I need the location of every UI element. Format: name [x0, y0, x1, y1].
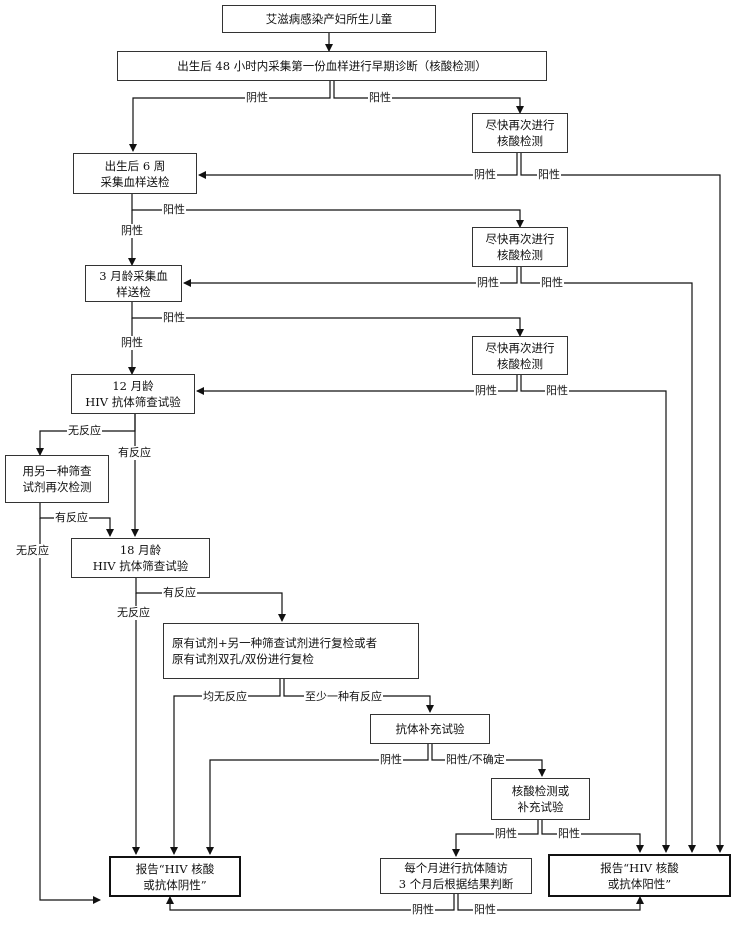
edge-label-positive: 阳性 — [557, 827, 581, 841]
edge-label-positive: 阳性 — [473, 903, 497, 917]
report-negative-box: 报告“HIV 核酸 或抗体阴性” — [109, 856, 241, 897]
edge-label-nonreactive: 无反应 — [67, 424, 102, 438]
recheck-box-1: 尽快再次进行 核酸检测 — [472, 113, 568, 153]
edge-label-all-nonreactive: 均无反应 — [202, 690, 248, 704]
edge-label-nonreactive: 无反应 — [15, 544, 50, 558]
connector-negative — [129, 81, 331, 152]
edge-label-nonreactive: 无反应 — [116, 606, 151, 620]
edge-label-negative: 阴性 — [120, 224, 144, 238]
edge-label-negative: 阴性 — [411, 903, 435, 917]
month12-box: 12 月龄 HIV 抗体筛查试验 — [71, 374, 195, 414]
edge-label-negative: 阴性 — [245, 91, 269, 105]
early-diagnosis-box: 出生后 48 小时内采集第一份血样进行早期诊断（核酸检测） — [117, 51, 547, 81]
connector-positive — [520, 153, 724, 853]
recheck-box-2: 尽快再次进行 核酸检测 — [472, 227, 568, 267]
edge-label-negative: 阴性 — [379, 753, 403, 767]
recheck-box-3: 尽快再次进行 核酸检测 — [472, 336, 568, 375]
connector-positive — [541, 820, 644, 853]
connector-reactive — [135, 578, 286, 622]
edge-label-positive: 阳性 — [368, 91, 392, 105]
connector-negative — [196, 375, 518, 395]
edge-label-positive: 阳性 — [162, 311, 186, 325]
nucleic-or-supplement-box: 核酸检测或 补充试验 — [491, 778, 590, 820]
month18-box: 18 月龄 HIV 抗体筛查试验 — [71, 538, 210, 578]
edge-label-positive: 阳性 — [545, 384, 569, 398]
connector-negative — [166, 894, 455, 911]
edge-label-reactive: 有反应 — [117, 446, 152, 460]
connector-positive — [520, 267, 696, 853]
start-box: 艾滋病感染产妇所生儿童 — [222, 5, 436, 33]
edge-label-negative: 阴性 — [476, 276, 500, 290]
edge-label-negative: 阴性 — [474, 384, 498, 398]
connector-positive — [333, 81, 524, 114]
edge-label-positive-uncertain: 阳性/不确定 — [445, 753, 506, 767]
connector-all-nonreactive — [170, 679, 281, 855]
edge-label-reactive: 有反应 — [162, 586, 197, 600]
connector-positive — [520, 375, 670, 853]
connector-negative — [183, 267, 518, 287]
antibody-supplement-box: 抗体补充试验 — [370, 714, 490, 744]
edge-label-negative: 阴性 — [473, 168, 497, 182]
edge-label-positive: 阳性 — [540, 276, 564, 290]
connector-nonreactive — [39, 518, 101, 904]
followup-box: 每个月进行抗体随访 3 个月后根据结果判断 — [380, 858, 532, 894]
edge-label-positive: 阳性 — [162, 203, 186, 217]
edge-label-positive: 阳性 — [537, 168, 561, 182]
report-positive-box: 报告“HIV 核酸 或抗体阳性” — [548, 854, 731, 897]
connector-positive — [457, 894, 644, 911]
edge-label-reactive: 有反应 — [54, 511, 89, 525]
connector-positive — [131, 194, 524, 228]
week6-box: 出生后 6 周 采集血样送检 — [73, 153, 197, 194]
edge-label-negative: 阴性 — [494, 827, 518, 841]
other-reagent-box: 用另一种筛查 试剂再次检测 — [5, 455, 109, 503]
connector-positive — [131, 302, 524, 337]
retest-box: 原有试剂+另一种筛查试剂进行复检或者 原有试剂双孔/双份进行复检 — [163, 623, 419, 679]
edge-label-negative: 阴性 — [120, 336, 144, 350]
connector-negative — [198, 153, 518, 179]
edge-label-at-least-one: 至少一种有反应 — [304, 690, 383, 704]
connector-negative — [206, 744, 429, 855]
month3-box: 3 月龄采集血 样送检 — [85, 265, 182, 302]
